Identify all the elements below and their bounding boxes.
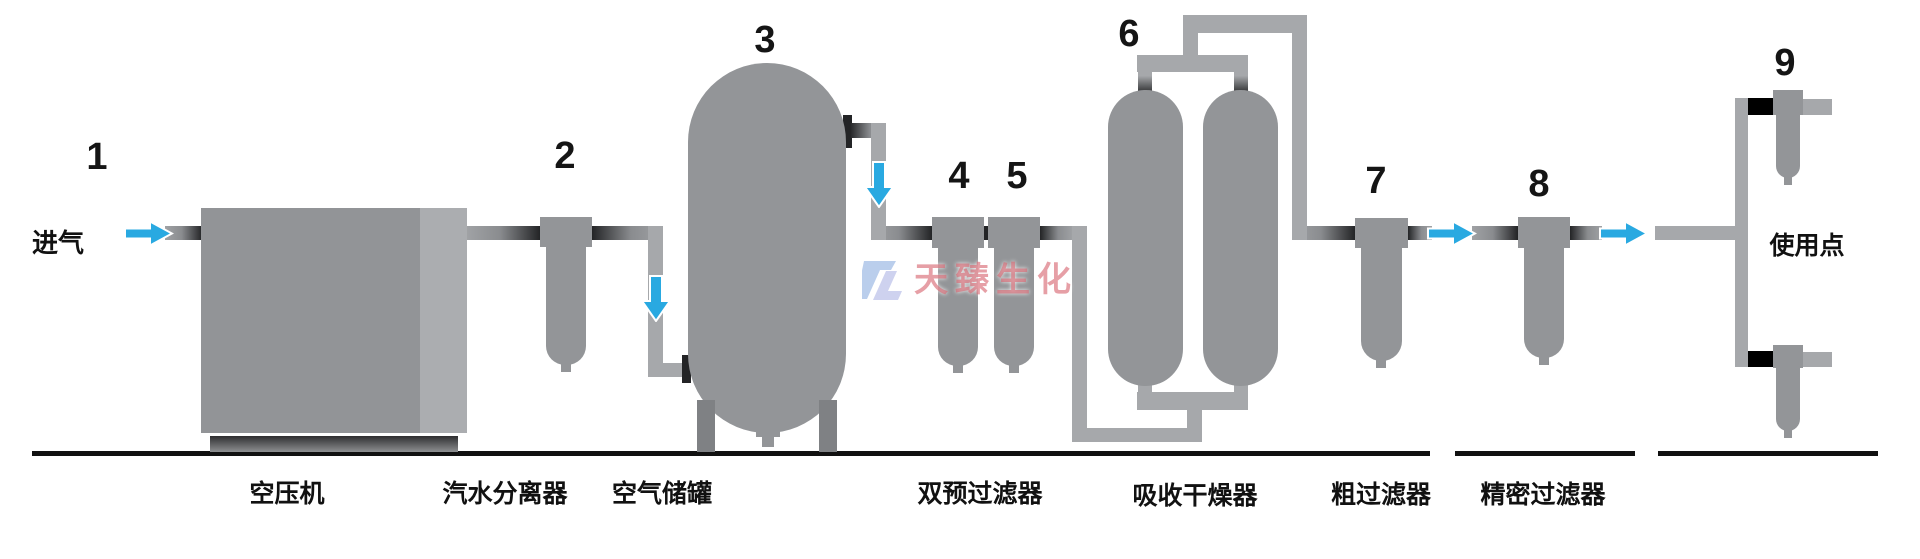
air-tank-leg-right xyxy=(819,400,837,452)
pou-filter-top-drain xyxy=(1784,177,1792,185)
prefilter-a-head xyxy=(932,217,984,248)
pipe-precision-filter-out xyxy=(1570,226,1602,240)
air-tank-leg-left xyxy=(697,400,715,452)
tank-inlet-nozzle xyxy=(682,355,691,383)
tank-outlet-nozzle xyxy=(843,115,852,148)
air-tank-drain-tip xyxy=(762,437,774,447)
number-compressor: 1 xyxy=(86,136,108,178)
point-of-use-label: 使用点 xyxy=(1769,232,1845,260)
pou-filter-bottom-head xyxy=(1773,345,1803,368)
inlet-label: 进气 xyxy=(31,228,84,258)
pipe-dryer-bottom-run xyxy=(1072,428,1202,442)
pipe-dryer-top-stub-left xyxy=(1138,72,1152,91)
pipe-inlet xyxy=(165,226,202,240)
pipe-between-prefilters xyxy=(983,226,989,240)
pipe-coarse-filter-out xyxy=(1408,226,1432,240)
number-precision-filter: 8 xyxy=(1528,163,1550,205)
number-air-tank: 3 xyxy=(754,19,776,61)
ground-line-precision xyxy=(1455,451,1635,456)
ground-line-point-of-use xyxy=(1658,451,1878,456)
pou-filter-top-body xyxy=(1776,115,1800,178)
pou-filter-top-head xyxy=(1773,90,1803,115)
label-precision-filter: 精密过滤器 xyxy=(1480,481,1606,509)
pipe-dryer-outlet-downcomer xyxy=(1292,15,1307,240)
prefilter-a-body xyxy=(938,248,978,366)
pipe-prefilter-out xyxy=(1040,226,1073,240)
pou-filter-bottom-body xyxy=(1776,368,1800,431)
watermark-tl-logo-icon xyxy=(862,261,902,300)
pipe-dryer-top-manifold xyxy=(1137,55,1248,72)
flow-arrow-after-precision-filter-icon xyxy=(1599,219,1649,248)
precision-filter-body xyxy=(1524,248,1564,358)
number-water-separator: 2 xyxy=(554,135,576,177)
number-dryer: 6 xyxy=(1118,13,1140,55)
prefilter-b-body xyxy=(994,248,1034,366)
pou-filter-bottom-drain xyxy=(1784,430,1792,438)
pipe-dryer-to-coarse-filter xyxy=(1293,226,1355,240)
pipe-compressor-to-separator xyxy=(467,226,540,240)
valve-top xyxy=(1748,98,1773,115)
label-air-tank: 空气储罐 xyxy=(611,480,712,508)
label-coarse-filter: 粗过滤器 xyxy=(1330,481,1431,509)
pipe-separator-to-tank xyxy=(648,363,690,377)
compressor-pedestal xyxy=(210,436,458,452)
pipe-dryer-top-stub-right xyxy=(1234,72,1248,91)
coarse-filter-body xyxy=(1361,248,1402,361)
prefilter-b-drain xyxy=(1009,365,1019,373)
label-absorption-dryer: 吸收干燥器 xyxy=(1132,482,1258,510)
dryer-tower-right xyxy=(1203,90,1278,386)
pipe-branch-top xyxy=(1803,99,1832,115)
water-separator-body xyxy=(546,247,586,365)
number-prefilter-a: 4 xyxy=(948,155,970,197)
label-dual-prefilter: 双预过滤器 xyxy=(917,480,1043,508)
pipe-branch-bottom xyxy=(1803,352,1832,367)
air-tank-drain xyxy=(756,430,780,437)
number-point-of-use: 9 xyxy=(1774,42,1796,84)
coarse-filter-head xyxy=(1355,218,1408,248)
air-tank xyxy=(688,63,846,433)
pipe-dryer-bottom-manifold xyxy=(1137,392,1248,410)
coarse-filter-drain xyxy=(1376,360,1386,368)
flow-arrow-after-coarse-filter-icon xyxy=(1427,219,1477,248)
pipe-dryer-feed-downcomer xyxy=(1072,226,1087,442)
pipe-dryer-upper-run xyxy=(1183,15,1307,33)
label-compressor: 空压机 xyxy=(249,480,325,508)
precision-filter-head xyxy=(1518,217,1570,248)
number-prefilter-b: 5 xyxy=(1006,155,1028,197)
pipe-separator-out xyxy=(592,226,663,240)
pipe-to-precision-filter xyxy=(1472,226,1518,240)
prefilter-a-drain xyxy=(953,365,963,373)
valve-bottom xyxy=(1748,351,1773,367)
down-flow-arrow-tank-icon xyxy=(864,161,894,208)
water-separator-head xyxy=(540,217,592,247)
ground-line-main xyxy=(32,451,1430,456)
compressor-side-highlight xyxy=(420,208,467,433)
inlet-flow-arrow-icon xyxy=(124,219,174,248)
dryer-tower-left xyxy=(1108,90,1183,386)
down-flow-arrow-separator-icon xyxy=(641,275,671,322)
pipe-tank-to-prefilter xyxy=(872,226,932,240)
label-water-separator: 汽水分离器 xyxy=(442,480,568,508)
precision-filter-drain xyxy=(1539,357,1549,365)
pipe-feed-point-of-use xyxy=(1655,226,1737,240)
pipe-distribution-riser xyxy=(1735,98,1748,367)
prefilter-b-head xyxy=(988,217,1040,248)
water-separator-drain xyxy=(561,364,571,372)
number-coarse-filter: 7 xyxy=(1365,160,1387,202)
